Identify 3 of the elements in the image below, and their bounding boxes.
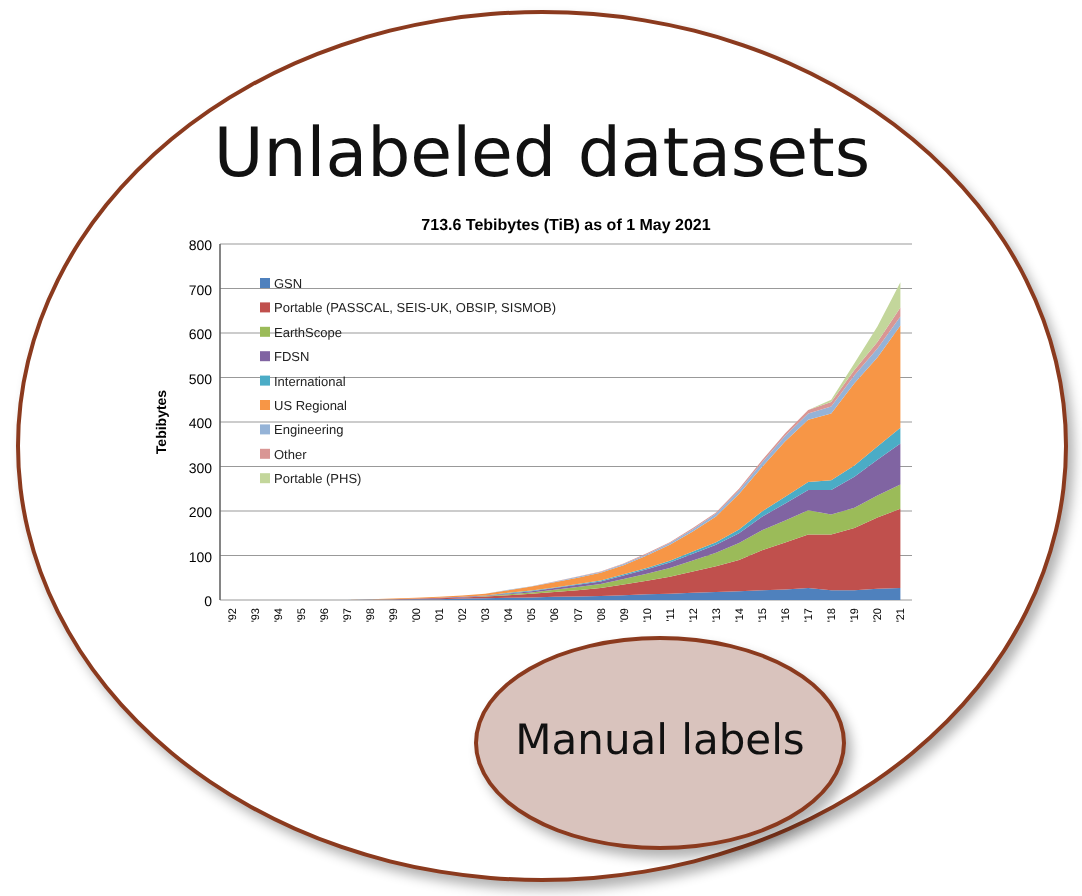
region-label: Manual labels [515, 716, 805, 764]
region-title: Unlabeled datasets [213, 114, 871, 194]
chart-title: 713.6 Tebibytes (TiB) as of 1 May 2021 [421, 216, 711, 234]
